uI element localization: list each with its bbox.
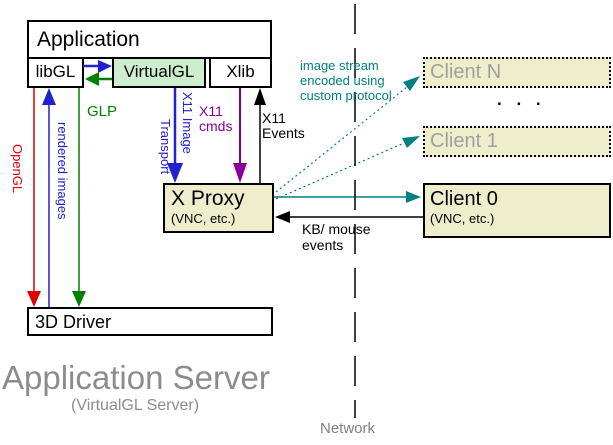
virtualgl-box: VirtualGL bbox=[112, 57, 206, 88]
kb-mouse-line1: KB/ mouse bbox=[302, 221, 371, 237]
x11-events-arrowhead-icon bbox=[254, 88, 266, 105]
kb-mouse-line2: events bbox=[302, 237, 344, 253]
x11-cmds-arrowhead-icon bbox=[233, 163, 247, 183]
client-0-box: Client 0 (VNC, etc.) bbox=[423, 183, 611, 238]
kb-mouse-label: KB/ mouse events bbox=[302, 221, 370, 253]
transport-label: Transport bbox=[158, 119, 173, 175]
image-stream-note-line2: encoded using bbox=[300, 73, 385, 88]
opengl-arrowhead-icon bbox=[27, 291, 41, 307]
x11-image-label: X11 Image bbox=[180, 92, 195, 154]
x11-events-line1: X11 bbox=[262, 110, 286, 126]
x11-cmds-line2: cmds bbox=[199, 118, 233, 134]
client-n-box: Client N bbox=[423, 57, 611, 88]
libgl-box: libGL bbox=[27, 57, 84, 88]
glp-arrowhead-icon bbox=[72, 291, 86, 307]
client-0-subtitle: (VNC, etc.) bbox=[430, 211, 495, 226]
image-stream-client1-arrowhead-icon bbox=[402, 136, 420, 148]
clients-ellipsis: . . . bbox=[497, 90, 546, 109]
x-proxy-box: X Proxy (VNC, etc.) bbox=[163, 183, 274, 233]
x11-cmds-line1: X11 bbox=[199, 103, 223, 119]
x11-cmds-label: X11 cmds bbox=[199, 104, 232, 134]
virtualgl-server-caption: (VirtualGL Server) bbox=[71, 397, 200, 414]
x11-events-label: X11 Events bbox=[262, 111, 305, 141]
3d-driver-box: 3D Driver bbox=[27, 307, 273, 336]
application-box: Application bbox=[27, 20, 272, 59]
opengl-label: OpenGL bbox=[10, 144, 25, 194]
application-server-caption: Application Server bbox=[2, 359, 270, 396]
libgl-to-virtualgl-arrowhead-icon bbox=[98, 60, 112, 73]
client-1-box: Client 1 bbox=[423, 126, 611, 157]
kb-mouse-arrowhead-icon bbox=[275, 211, 290, 223]
rendered-images-arrowhead-icon bbox=[42, 88, 56, 105]
client-0-title: Client 0 bbox=[430, 188, 498, 210]
rendered-images-label: rendered images bbox=[55, 122, 70, 220]
x11-events-line2: Events bbox=[262, 125, 305, 141]
network-label: Network bbox=[320, 420, 376, 437]
image-stream-note: image stream encoded using custom protoc… bbox=[300, 58, 392, 103]
glp-label: GLP bbox=[87, 103, 118, 120]
virtualgl-to-libgl-arrowhead-icon bbox=[85, 72, 99, 86]
xlib-box: Xlib bbox=[209, 57, 272, 88]
image-stream-note-line3: custom protocol bbox=[300, 88, 392, 103]
image-stream-client1-line bbox=[275, 142, 405, 200]
image-stream-client0-arrowhead-icon bbox=[406, 191, 421, 203]
image-stream-note-line1: image stream bbox=[300, 58, 379, 73]
x-proxy-subtitle: (VNC, etc.) bbox=[171, 211, 236, 226]
x-proxy-title: X Proxy bbox=[171, 187, 245, 210]
image-stream-clientN-arrowhead-icon bbox=[403, 76, 420, 91]
